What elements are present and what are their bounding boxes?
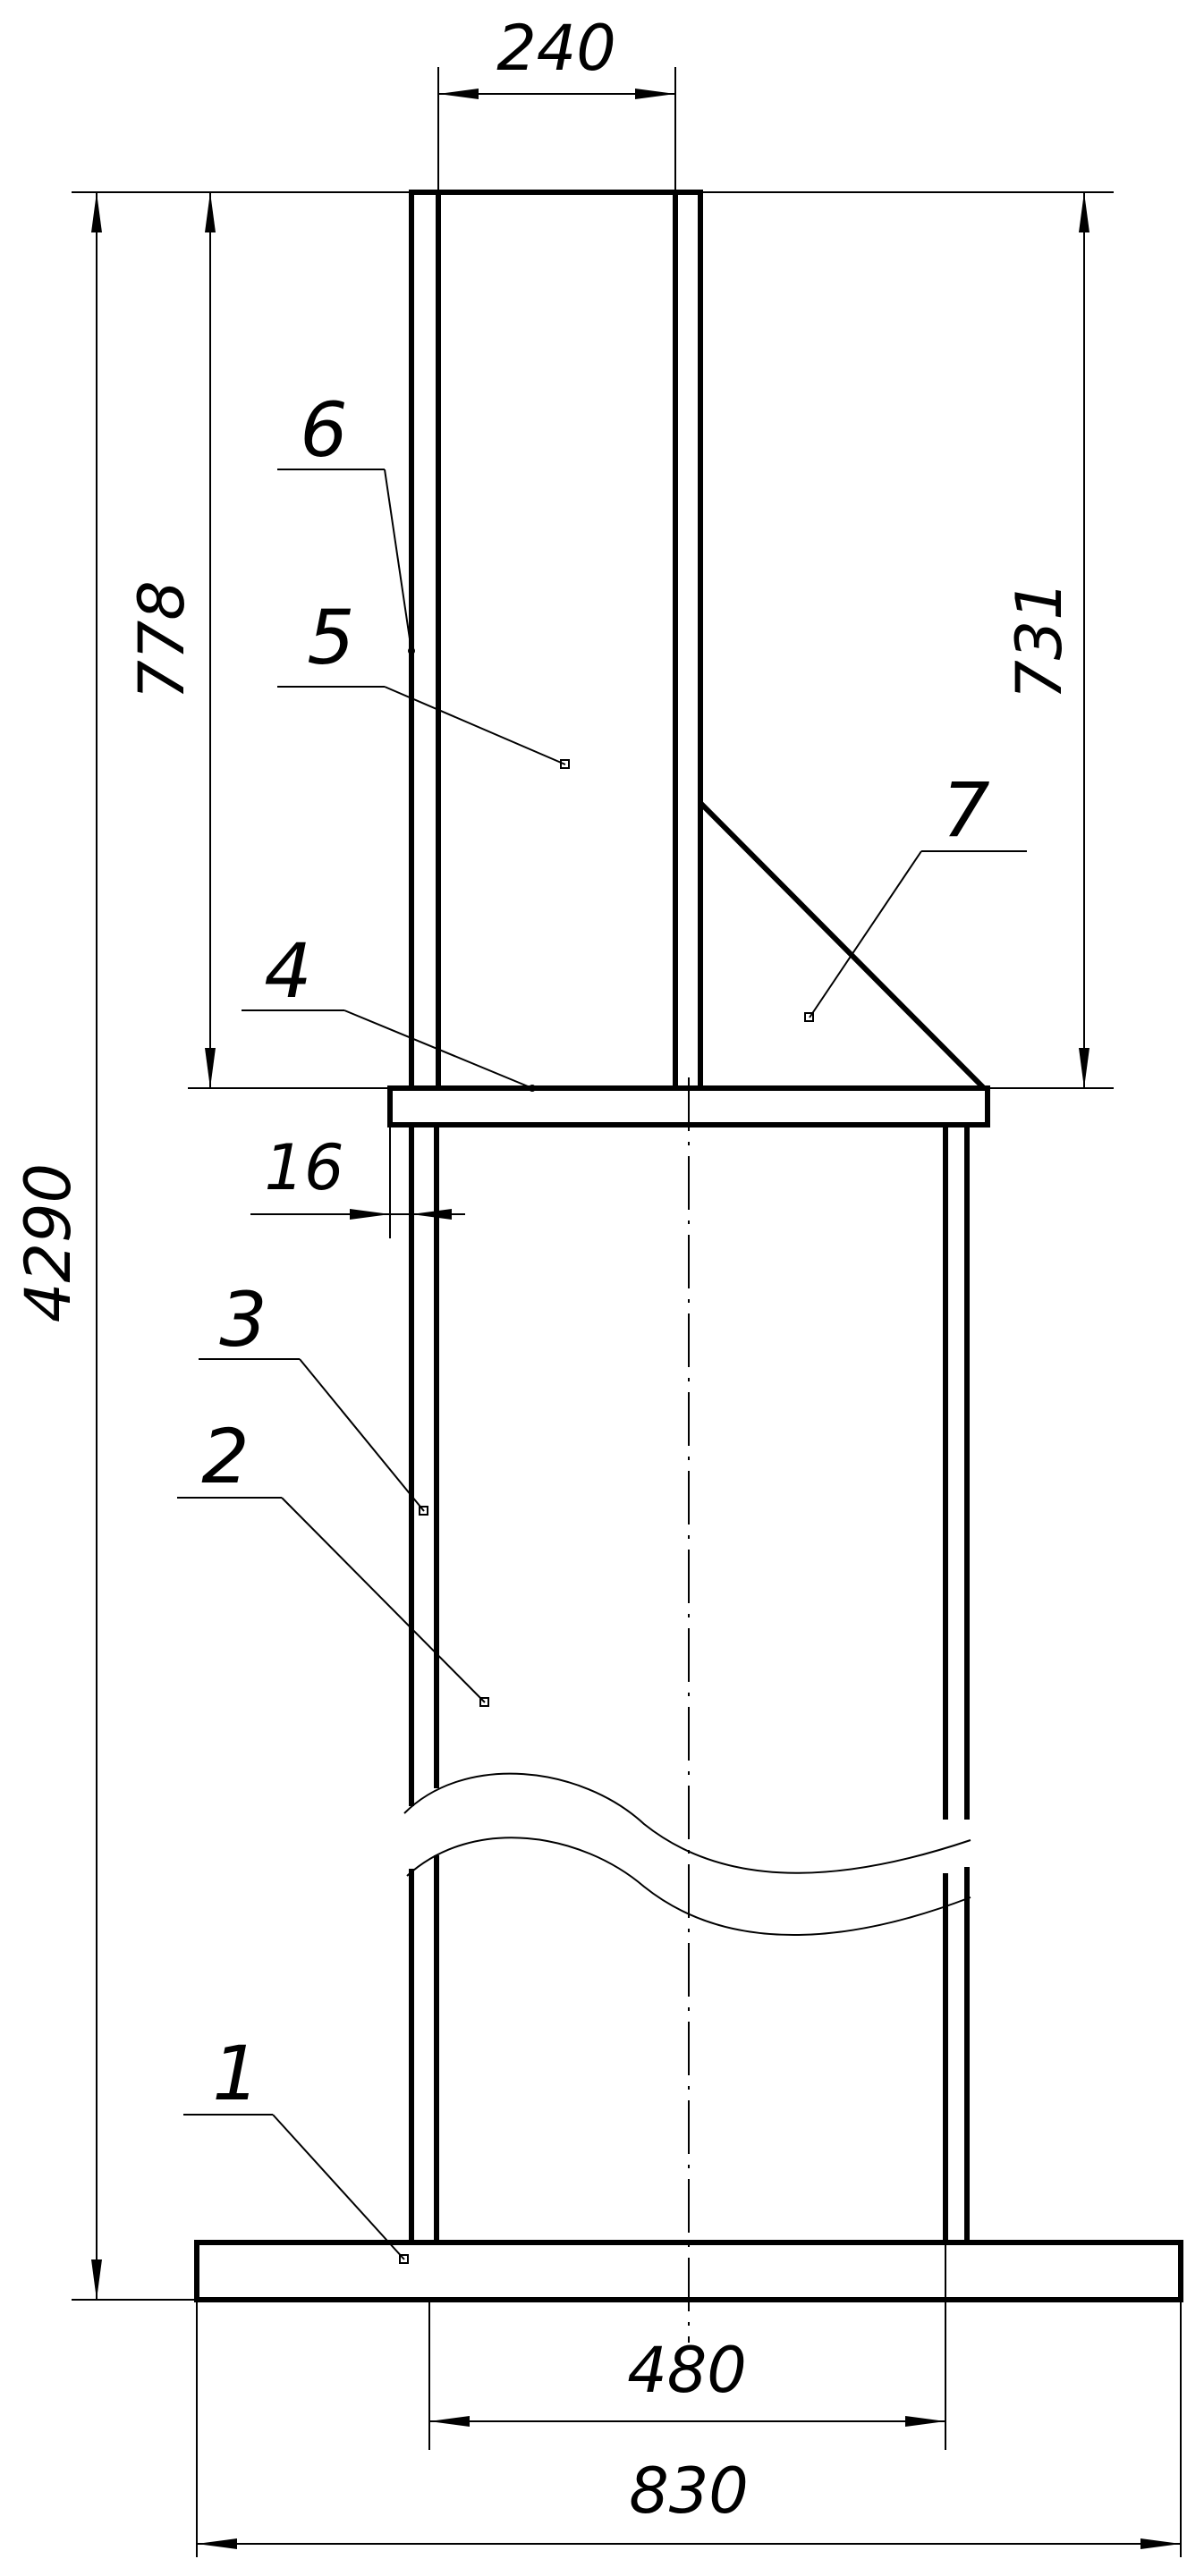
leader-2	[281, 1497, 486, 1703]
break-line-upper	[403, 1772, 971, 1874]
leader-5-dot	[560, 759, 570, 769]
part-labels: 6 5 7 4 3 2 1	[201, 386, 989, 2117]
arrow	[205, 1048, 216, 1088]
part-label-3: 3	[219, 1276, 267, 1364]
break-lines	[403, 1772, 971, 1937]
dim-total-height: 4290	[12, 1163, 85, 1322]
dim-right-upper-height: 731	[1003, 580, 1076, 700]
arrow	[197, 2538, 237, 2549]
leaders	[177, 469, 1027, 2264]
arrow	[438, 89, 479, 99]
leader-3-dot	[419, 1506, 428, 1516]
arrow	[350, 1209, 390, 1220]
extension-lines	[72, 67, 1182, 2557]
upper-column-outline	[409, 190, 703, 1091]
dim-inner-width: 480	[627, 2334, 747, 2407]
leader-6	[384, 469, 412, 652]
leader-6-dot	[408, 647, 415, 655]
arrow	[91, 192, 102, 232]
leader-1	[272, 2114, 405, 2260]
arrow	[91, 2259, 102, 2300]
leader-4-dot	[529, 1085, 536, 1092]
arrow	[1079, 192, 1089, 232]
arrow	[905, 2416, 945, 2427]
part-label-1: 1	[212, 2030, 259, 2117]
arrow	[635, 89, 675, 99]
leader-1-dot	[399, 2254, 409, 2264]
arrow	[205, 192, 216, 232]
arrow	[1079, 1048, 1089, 1088]
dim-base-width: 830	[629, 2454, 749, 2528]
part-label-7: 7	[942, 766, 989, 854]
dim-left-upper-height: 778	[125, 580, 199, 700]
dimension-lines	[91, 89, 1181, 2549]
leader-3	[299, 1358, 425, 1512]
leader-7	[809, 850, 922, 1018]
break-line-lower	[406, 1837, 971, 1937]
part-label-2: 2	[201, 1413, 249, 1500]
leader-5	[384, 686, 566, 765]
leader-4	[343, 1009, 533, 1089]
arrow	[411, 1209, 452, 1220]
leader-2-dot	[479, 1697, 489, 1707]
arrow	[429, 2416, 470, 2427]
arrow	[1140, 2538, 1181, 2549]
part-label-4: 4	[264, 927, 311, 1015]
dimension-text: 240 778 731 4290 16 480 830	[12, 12, 1076, 2528]
dim-top-width: 240	[496, 12, 616, 85]
dim-wall-thickness: 16	[264, 1131, 343, 1204]
part-label-5: 5	[307, 594, 354, 681]
leader-7-dot	[804, 1012, 814, 1022]
part-label-6: 6	[300, 386, 347, 474]
